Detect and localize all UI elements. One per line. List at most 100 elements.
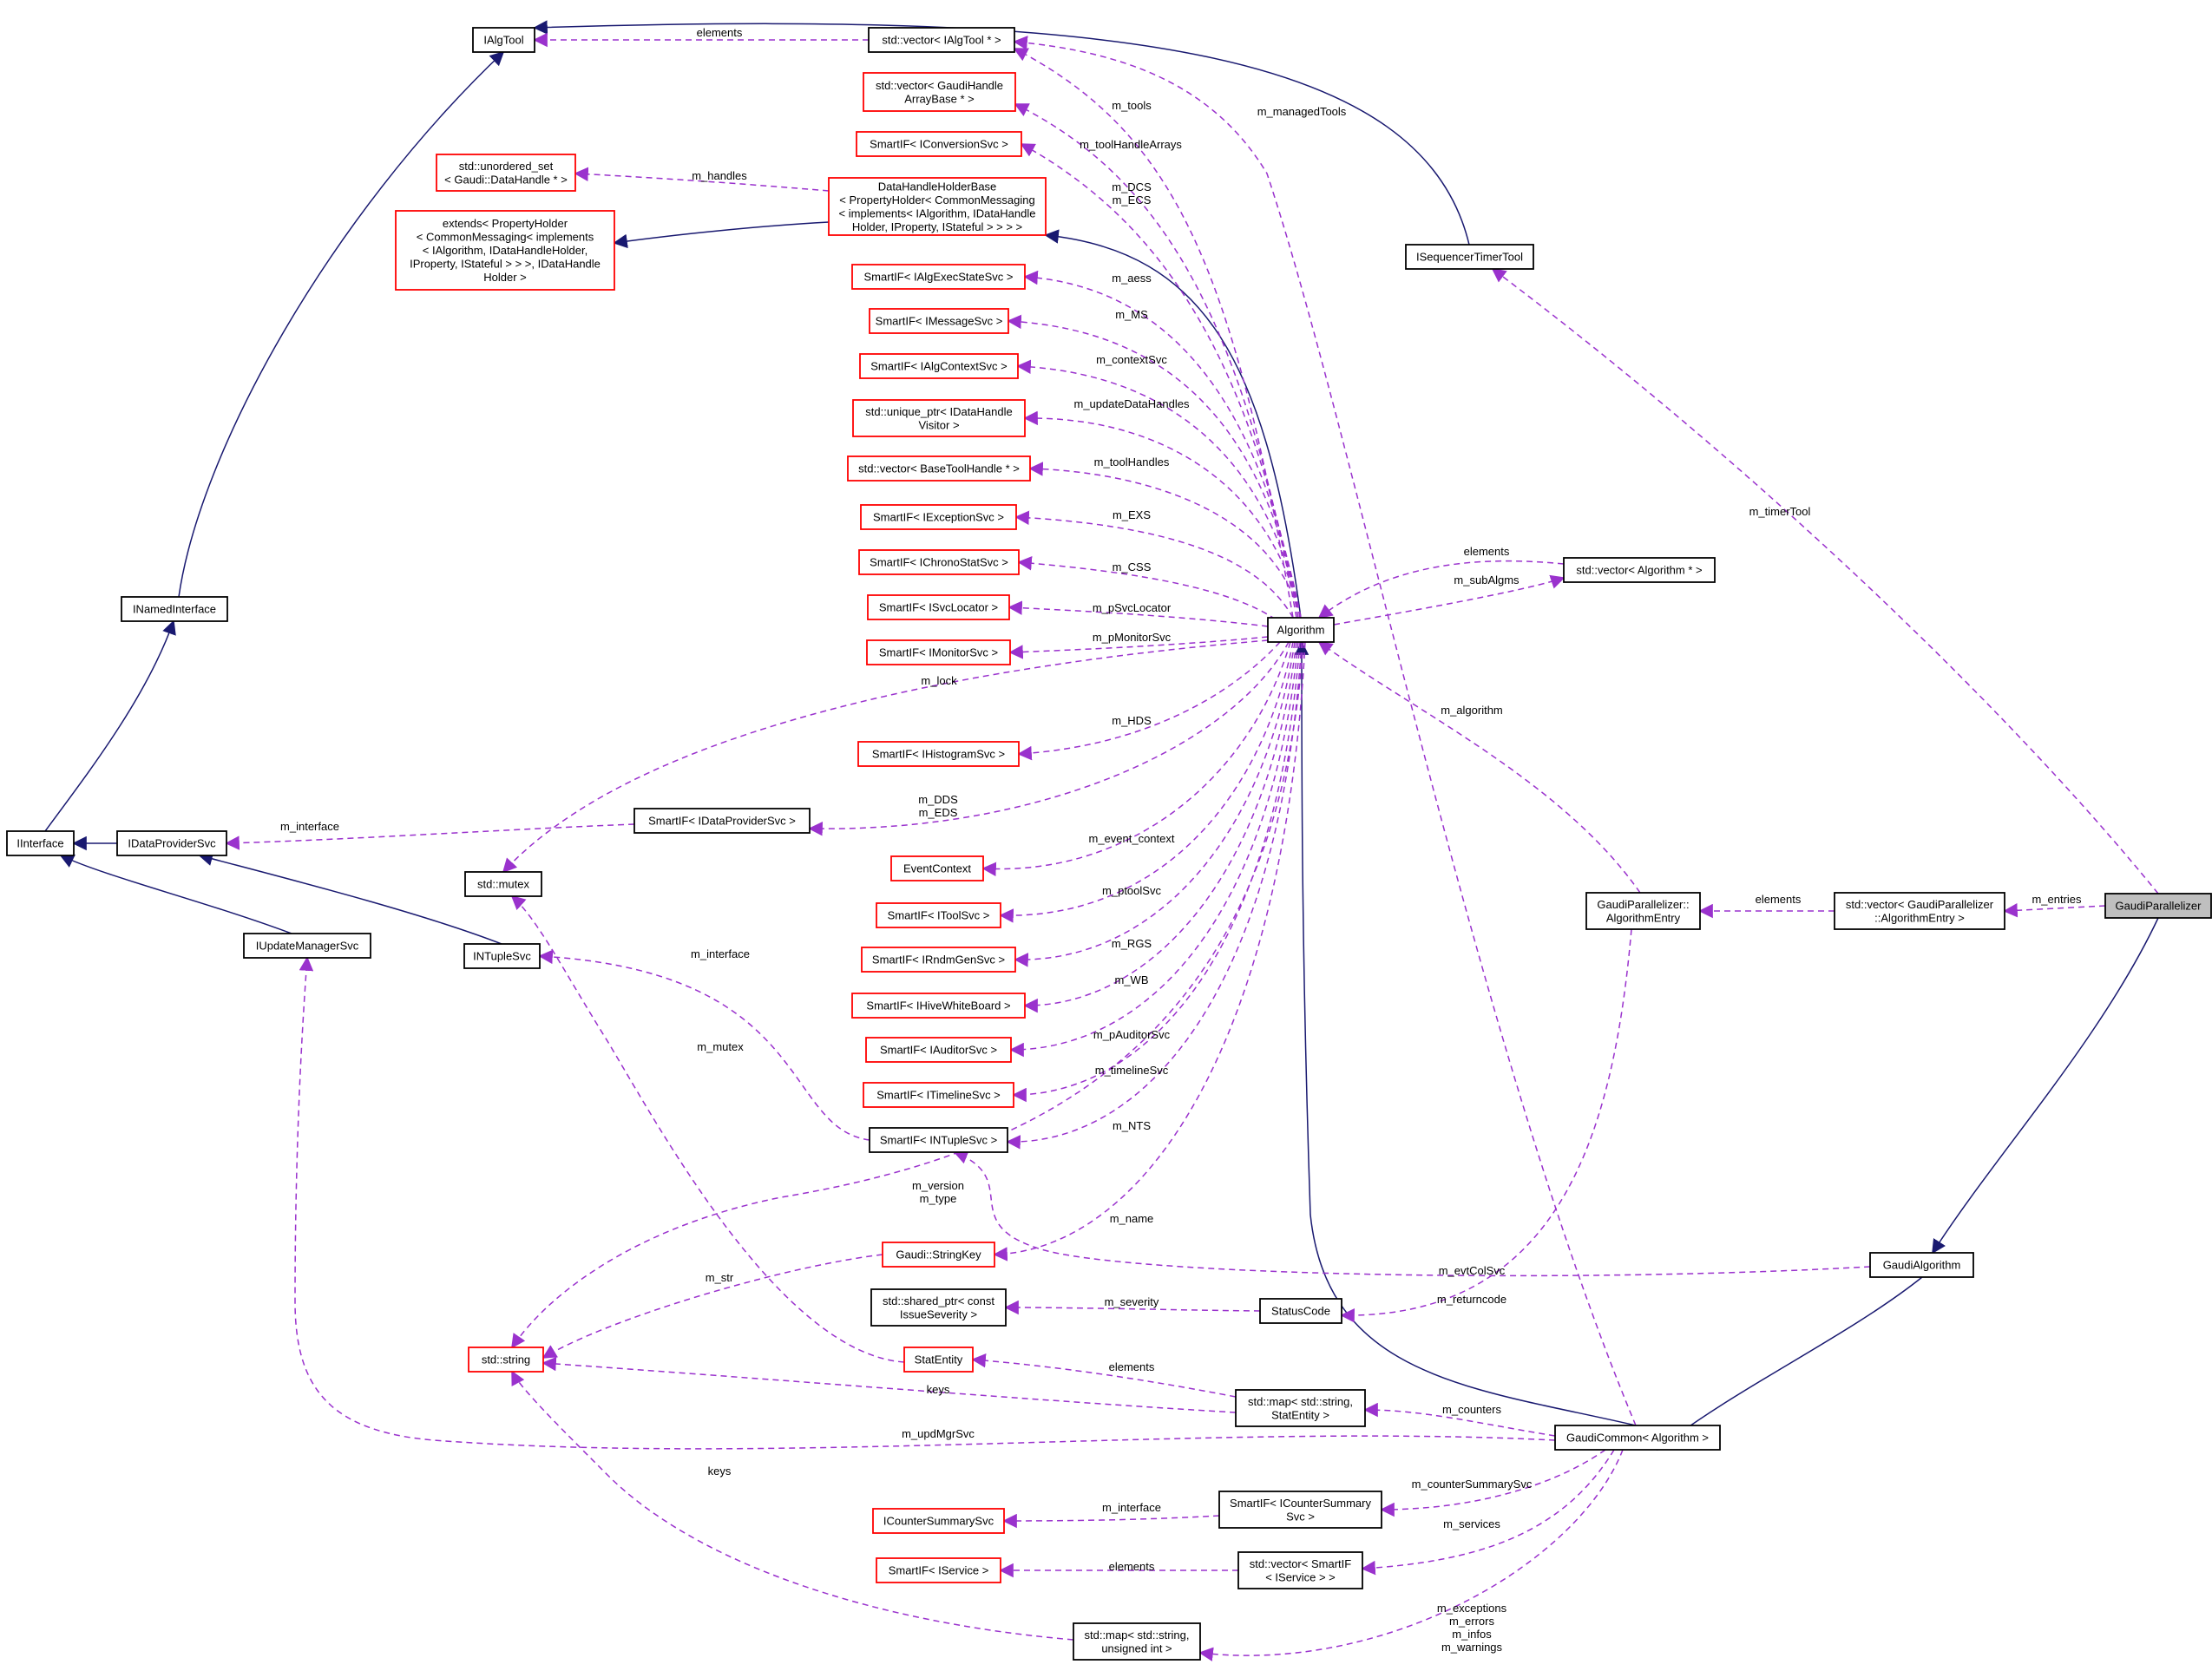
node-vec-sif-iservice[interactable]: std::vector< SmartIF< IService > > (1237, 1551, 1363, 1589)
edge-label-m-interface-dp: m_interface (280, 820, 339, 833)
edge-label-m-lock: m_lock (921, 674, 957, 687)
node-sif-itimeline[interactable]: SmartIF< ITimelineSvc > (863, 1082, 1014, 1108)
node-vec-algorithm[interactable]: std::vector< Algorithm * > (1563, 557, 1716, 583)
node-sif-isvclocator[interactable]: SmartIF< ISvcLocator > (867, 594, 1010, 620)
node-sif-iservice[interactable]: SmartIF< IService > (876, 1557, 1001, 1583)
node-extends[interactable]: extends< PropertyHolder< CommonMessaging… (395, 210, 615, 291)
edge-inh-inamed-ialg (178, 50, 505, 598)
node-sif-ialgcontext[interactable]: SmartIF< IAlgContextSvc > (859, 353, 1019, 379)
node-gaudistringkey[interactable]: Gaudi::StringKey (882, 1242, 995, 1268)
node-inamedinterface[interactable]: INamedInterface (121, 596, 228, 622)
edge-label-m-nts: m_NTS (1113, 1119, 1151, 1132)
node-iinterface[interactable]: IInterface (6, 830, 75, 856)
edge-inh-upd-iinter (59, 854, 292, 934)
node-label: IInterface (16, 837, 63, 850)
edge-use-skey-string (542, 1254, 883, 1359)
node-label: std::unordered_set< Gaudi::DataHandle * … (444, 160, 568, 187)
edge-label-m-name: m_name (1110, 1212, 1154, 1225)
node-sif-ihivewhiteboard[interactable]: SmartIF< IHiveWhiteBoard > (851, 993, 1026, 1019)
node-sif-imessage[interactable]: SmartIF< IMessageSvc > (869, 308, 1009, 334)
node-box (851, 264, 1026, 290)
node-label: GaudiCommon< Algorithm > (1566, 1432, 1709, 1445)
node-box (866, 639, 1011, 665)
node-sif-ichronostat[interactable]: SmartIF< IChronoStatSvc > (858, 549, 1020, 575)
node-dhhb[interactable]: DataHandleHolderBase< PropertyHolder< Co… (828, 177, 1047, 236)
node-statuscode[interactable]: StatusCode (1259, 1298, 1342, 1324)
node-sif-iexception[interactable]: SmartIF< IExceptionSvc > (860, 504, 1017, 530)
node-box (1563, 557, 1716, 583)
edge-label-m-updmgrsvc: m_updMgrSvc (902, 1427, 975, 1440)
node-sif-iauditor[interactable]: SmartIF< IAuditorSvc > (865, 1037, 1012, 1063)
node-stdstring[interactable]: std::string (468, 1347, 544, 1373)
edge-use-alg-sifnt (1006, 641, 1303, 1150)
edge-label-m-algorithm: m_algorithm (1441, 704, 1503, 717)
edge-use-sifcs-ics (1002, 1513, 1220, 1529)
node-eventcontext[interactable]: EventContext (890, 855, 984, 881)
node-label: std::vector< BaseToolHandle * > (858, 462, 1020, 475)
edge-use-alg-mon (1008, 636, 1269, 659)
node-vec-gp-algentry[interactable]: std::vector< GaudiParallelizer::Algorith… (1834, 892, 2005, 930)
node-statentity[interactable]: StatEntity (903, 1347, 974, 1373)
node-label: ISequencerTimerTool (1416, 251, 1523, 264)
edge-use-alg-sifdp (808, 641, 1290, 836)
node-box (468, 1347, 544, 1373)
node-label: std::mutex (477, 878, 529, 891)
node-algorithm[interactable]: Algorithm (1267, 617, 1335, 643)
node-vec-ialgtool[interactable]: std::vector< IAlgTool * > (868, 27, 1015, 53)
node-vec-basetoolhandle[interactable]: std::vector< BaseToolHandle * > (847, 455, 1031, 482)
edge-use-gp-vecentry (2003, 902, 2106, 918)
node-box (395, 210, 615, 291)
node-gaudiparallelizer[interactable]: GaudiParallelizer (2104, 893, 2212, 919)
edge-label-m-severity: m_severity (1105, 1295, 1159, 1308)
edge-label-m-interface-nt: m_interface (691, 947, 750, 960)
node-label: SmartIF< IConversionSvc > (870, 138, 1008, 151)
node-isequencertimertool[interactable]: ISequencerTimerTool (1405, 244, 1534, 270)
node-label: SmartIF< IAlgExecStateSvc > (864, 271, 1014, 284)
node-label: SmartIF< IAuditorSvc > (880, 1044, 997, 1057)
node-ialgtool[interactable]: IAlgTool (472, 27, 535, 53)
edge-use-alg-vecalg (1333, 574, 1565, 626)
edge-use-alg-wb (1023, 641, 1297, 1013)
node-map-statentity[interactable]: std::map< std::string,StatEntity > (1235, 1389, 1366, 1427)
node-box (852, 399, 1026, 437)
node-gp-algentry[interactable]: GaudiParallelizer::AlgorithmEntry (1585, 892, 1701, 930)
node-idataprovidersvc[interactable]: IDataProviderSvc (116, 830, 227, 856)
node-sif-ialgexecstate[interactable]: SmartIF< IAlgExecStateSvc > (851, 264, 1026, 290)
node-sif-irndmgen[interactable]: SmartIF< IRndmGenSvc > (861, 947, 1016, 973)
edge-label-elements-stat: elements (1109, 1360, 1155, 1373)
node-gaudicommon[interactable]: GaudiCommon< Algorithm > (1554, 1425, 1721, 1451)
edge-label-elements-algs: elements (1464, 545, 1510, 558)
node-label: GaudiParallelizer (2116, 900, 2202, 913)
node-gaudialgorithm[interactable]: GaudiAlgorithm (1869, 1252, 1974, 1278)
node-label: extends< PropertyHolder< CommonMessaging… (410, 217, 601, 284)
node-stdmutex[interactable]: std::mutex (464, 871, 542, 897)
edge-label-m-returncode: m_returncode (1437, 1293, 1506, 1306)
edge-use-vecalg-alg (1317, 560, 1565, 619)
node-sif-iconversion[interactable]: SmartIF< IConversionSvc > (856, 131, 1022, 157)
node-sif-imonitor[interactable]: SmartIF< IMonitorSvc > (866, 639, 1011, 665)
node-icountersummarysvc[interactable]: ICounterSummarySvc (872, 1508, 1005, 1534)
node-sif-intuple[interactable]: SmartIF< INTupleSvc > (869, 1127, 1008, 1153)
node-label: SmartIF< IAlgContextSvc > (870, 360, 1008, 373)
node-sif-ihistogram[interactable]: SmartIF< IHistogramSvc > (857, 741, 1020, 767)
node-label: IAlgTool (483, 34, 523, 47)
node-intuplesvc[interactable]: INTupleSvc (463, 943, 541, 969)
node-box (828, 177, 1047, 236)
edge-label-keys-uint: keys (708, 1465, 732, 1478)
node-sif-itool[interactable]: SmartIF< IToolSvc > (876, 902, 1001, 928)
edge-label-m-managedtools: m_managedTools (1257, 105, 1347, 118)
edge-label-m-handles: m_handles (692, 169, 747, 182)
node-sif-idataprovider[interactable]: SmartIF< IDataProviderSvc > (633, 808, 811, 834)
node-iupdatemanagersvc[interactable]: IUpdateManagerSvc (243, 933, 371, 959)
node-label: SmartIF< IDataProviderSvc > (648, 815, 796, 828)
edge-label-m-interface-cs: m_interface (1102, 1501, 1161, 1514)
node-unordered-set[interactable]: std::unordered_set< Gaudi::DataHandle * … (436, 154, 576, 192)
edge-use-alg-mutex (502, 639, 1269, 874)
node-map-uint[interactable]: std::map< std::string,unsigned int > (1073, 1622, 1201, 1661)
